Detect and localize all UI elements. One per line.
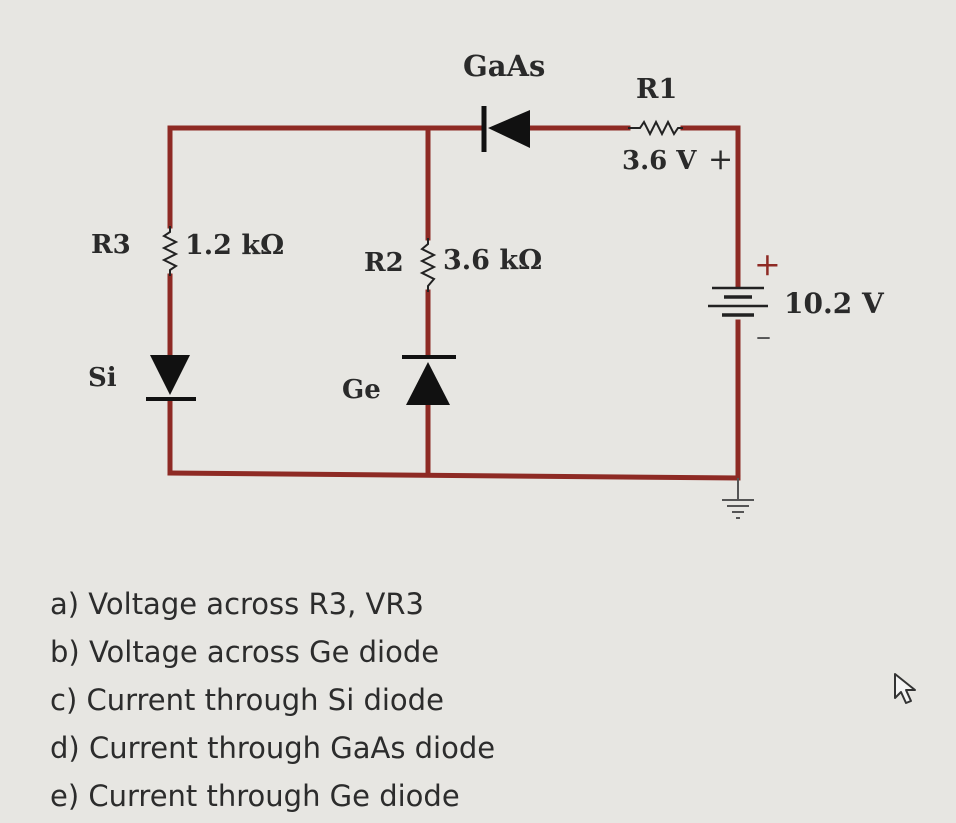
- r1-resistor-symbol: [628, 119, 683, 137]
- mouse-pointer-icon: [893, 672, 923, 712]
- r1-voltage-label: 3.6 V: [622, 146, 697, 176]
- si-diode-symbol: [146, 355, 196, 401]
- r1-plus-sign: +: [708, 142, 734, 177]
- wire-bottom: [167, 470, 741, 481]
- r3-resistor-symbol: [161, 226, 179, 276]
- battery-symbol: [708, 286, 768, 317]
- r3-value-label: 1.2 kΩ: [185, 230, 285, 261]
- battery-voltage-label: 10.2 V: [784, 287, 884, 320]
- r1-label: R1: [636, 74, 678, 105]
- r2-label: R2: [364, 248, 404, 278]
- r3-label: R3: [91, 230, 131, 260]
- gaas-label: GaAs: [463, 49, 546, 83]
- question-item-c: c) Current through Si diode: [50, 683, 444, 717]
- question-item-b: b) Voltage across Ge diode: [50, 635, 440, 669]
- question-item-e: e) Current through Ge diode: [50, 779, 460, 813]
- r2-value-label: 3.6 kΩ: [443, 245, 543, 276]
- question-list: a) Voltage across R3, VR3 b) Voltage acr…: [50, 580, 495, 820]
- r2-resistor-symbol: [419, 238, 437, 292]
- gaas-diode-symbol: [481, 106, 530, 152]
- ge-diode-symbol: [402, 355, 456, 405]
- si-diode-label: Si: [88, 363, 117, 393]
- ge-diode-label: Ge: [342, 375, 381, 405]
- battery-minus-sign: –: [756, 319, 771, 354]
- battery-plus-sign: +: [754, 245, 781, 283]
- question-item-d: d) Current through GaAs diode: [50, 731, 496, 765]
- question-item-a: a) Voltage across R3, VR3: [50, 587, 424, 621]
- ground-symbol: [722, 478, 754, 519]
